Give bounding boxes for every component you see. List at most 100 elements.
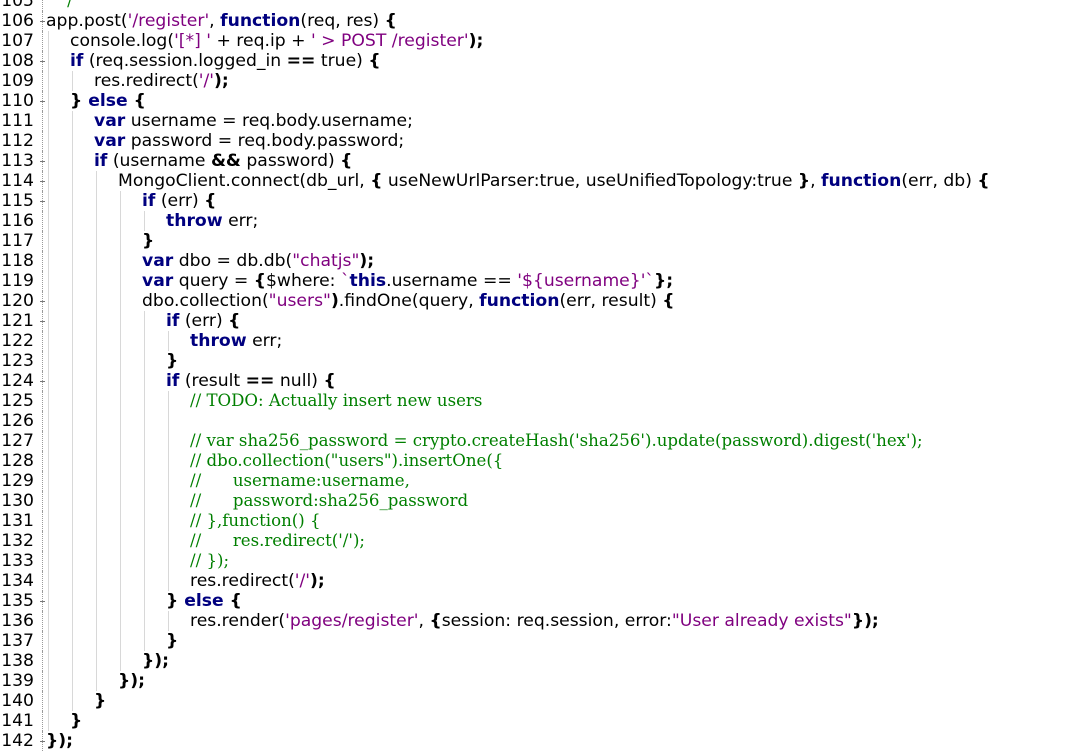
indent-guide (168, 551, 169, 571)
code-line[interactable]: 141} (0, 711, 1083, 731)
code-token: dbo = db.db( (173, 251, 293, 271)
line-number: 133 (1, 551, 34, 571)
line-number: 118 (1, 251, 34, 271)
indent-guide (48, 371, 49, 391)
code-token: function (220, 11, 301, 31)
code-line[interactable]: 123} (0, 351, 1083, 371)
fold-marker-icon[interactable] (40, 311, 46, 331)
indent-guide (48, 271, 49, 291)
code-text: // TODO: Actually insert new users (190, 391, 482, 411)
code-line[interactable]: 126 (0, 411, 1083, 431)
fold-marker-icon[interactable] (40, 591, 46, 611)
code-token: '/register' (127, 11, 210, 31)
code-line[interactable]: 142}); (0, 731, 1083, 751)
indent-guide (120, 471, 121, 491)
fold-marker-icon[interactable] (40, 731, 46, 751)
indent-guide (96, 511, 97, 531)
fold-marker-icon[interactable] (40, 151, 46, 171)
indent-guide (96, 571, 97, 591)
indent-guide (120, 411, 121, 431)
indent-guide (144, 451, 145, 471)
code-line[interactable]: 135} else { (0, 591, 1083, 611)
code-line[interactable]: 117} (0, 231, 1083, 251)
code-token: }); (142, 651, 169, 671)
code-token: var (142, 251, 174, 271)
indent-guide (72, 331, 73, 351)
code-line[interactable]: 125// TODO: Actually insert new users (0, 391, 1083, 411)
code-text: res.render('pages/register', {session: r… (190, 611, 879, 631)
code-text: if (req.session.logged_in == true) { (70, 51, 381, 71)
code-token: // },function() { (190, 511, 321, 530)
code-token: err; (222, 211, 259, 231)
indent-guide (120, 211, 121, 231)
code-line[interactable]: 131// },function() { (0, 511, 1083, 531)
code-token: var (142, 271, 174, 291)
code-line[interactable]: 140} (0, 691, 1083, 711)
indent-guide (72, 191, 73, 211)
code-line[interactable]: 127// var sha256_password = crypto.creat… (0, 431, 1083, 451)
fold-marker-icon[interactable] (40, 171, 46, 191)
fold-marker-icon[interactable] (40, 51, 46, 71)
indent-guide (48, 611, 49, 631)
indent-guide (120, 631, 121, 651)
fold-marker-icon[interactable] (40, 11, 46, 31)
code-line[interactable]: 138}); (0, 651, 1083, 671)
code-token: { (370, 171, 383, 191)
indent-guide (120, 511, 121, 531)
code-token: , (418, 611, 430, 631)
code-token: == (245, 371, 275, 391)
code-token: }; (654, 271, 674, 291)
code-line[interactable]: 139}); (0, 671, 1083, 691)
code-token: '${username}' (517, 271, 646, 291)
code-text: // },function() { (190, 511, 321, 531)
code-token: if (142, 191, 156, 211)
fold-marker-icon[interactable] (40, 371, 46, 391)
line-number: 122 (1, 331, 34, 351)
fold-marker-icon[interactable] (40, 191, 46, 211)
code-line[interactable]: 129// username:username, (0, 471, 1083, 491)
indent-guide (144, 331, 145, 351)
fold-marker-icon[interactable] (40, 291, 46, 311)
code-text: } (142, 231, 154, 251)
code-token: { (340, 151, 353, 171)
indent-guide (144, 591, 145, 611)
code-line[interactable]: 132// res.redirect('/'); (0, 531, 1083, 551)
fold-rail (42, 691, 43, 711)
indent-guide (96, 191, 97, 211)
code-line[interactable]: 128// dbo.collection("users").insertOne(… (0, 451, 1083, 471)
code-line[interactable]: 105 / (0, 0, 1083, 11)
code-line[interactable]: 110} else { (0, 91, 1083, 111)
code-line[interactable]: 130// password:sha256_password (0, 491, 1083, 511)
indent-guide (48, 431, 49, 451)
fold-marker-icon[interactable] (40, 91, 46, 111)
indent-guide (120, 191, 121, 211)
code-text: // password:sha256_password (190, 491, 468, 511)
code-line[interactable]: 133// }); (0, 551, 1083, 571)
code-token: (err, db) (901, 171, 978, 191)
indent-guide (168, 531, 169, 551)
indent-guide (48, 531, 49, 551)
fold-rail (42, 231, 43, 251)
code-line[interactable]: 137} (0, 631, 1083, 651)
indent-guide (72, 471, 73, 491)
line-number: 137 (1, 631, 34, 651)
